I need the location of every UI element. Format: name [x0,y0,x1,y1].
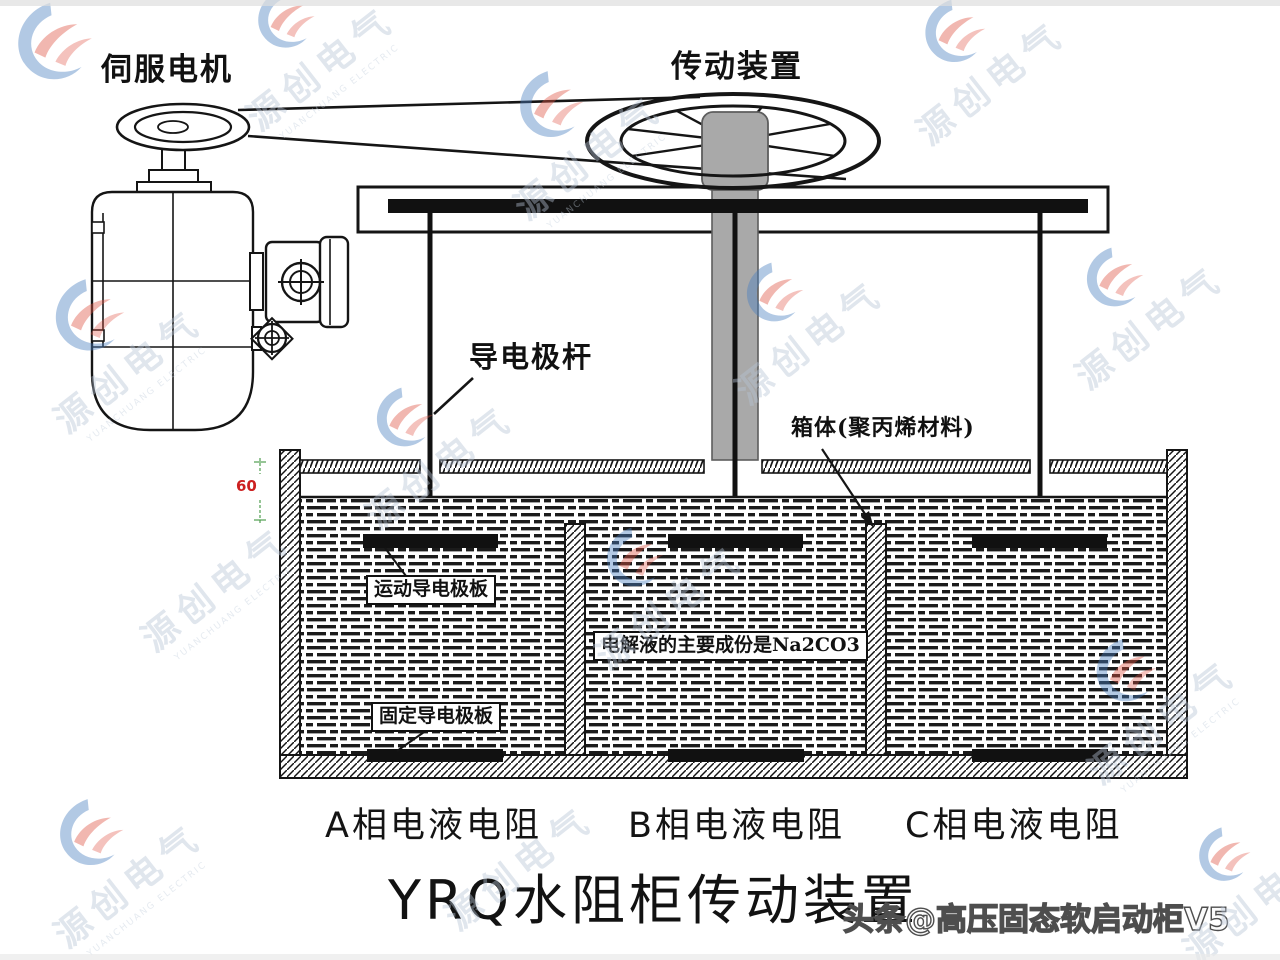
tank-partition-ab [564,523,586,756]
fixed-plate-label: 固定导电极板 [371,702,502,732]
fixed-electrode-plates [367,749,1108,762]
tank-left-wall [279,449,301,756]
servo-motor-label: 伺服电机 [101,52,233,88]
electrode-rod-label: 导电极杆 [469,340,594,374]
tank-right-wall [1166,449,1188,756]
dimension-value: 60 [236,477,257,495]
junction-box [249,235,350,329]
tank-c-label: C相电液电阻 [905,806,1123,846]
tank-lid [299,459,1168,474]
transmission-wheel [585,92,881,191]
moving-plate-label: 运动导电极板 [366,575,497,605]
tank-body-label: 箱体(聚丙烯材料) [791,415,975,441]
electrolyte-label: 电解液的主要成份是Na2CO3 [593,631,868,661]
moving-electrode-plates [363,534,1107,548]
electrode-bar [388,199,1088,213]
cable-gland [250,316,294,361]
watermark-signature: 头条@高压固态软启动柜V5 [842,901,1230,938]
transmission-label: 传动装置 [671,49,803,85]
tank-b-label: B相电液电阻 [628,806,846,846]
wheel-hub [701,111,769,191]
tank-a-label: A相电液电阻 [325,806,542,846]
diagram-title: YRQ水阻柜传动装置 [388,869,920,932]
tank-partition-bc [865,523,887,756]
servo-motor-drawing [90,102,350,432]
motor-pulley [115,102,251,152]
dimension-marker [254,458,266,524]
